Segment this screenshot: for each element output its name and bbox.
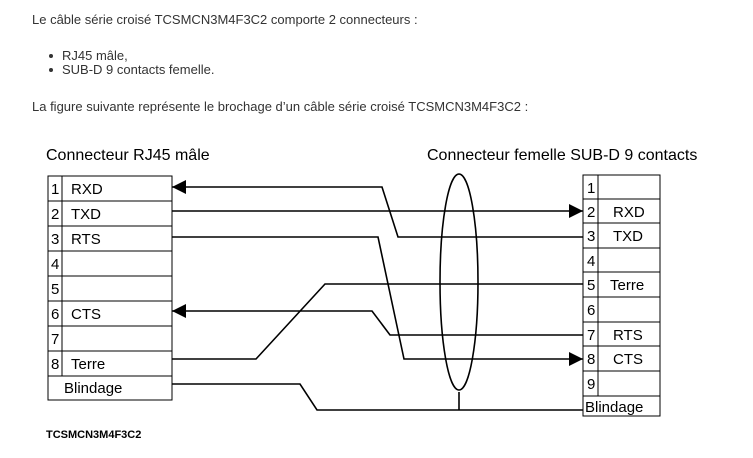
rj45-pin-labels: 1 RXD 2 TXD 3 RTS 4 5 6 CTS 7 8 Terre Bl… [51, 181, 122, 397]
pin-signal: TXD [613, 228, 643, 245]
pin-signal: RTS [71, 231, 101, 248]
connector-list: RJ45 mâle, SUB-D 9 contacts femelle. [48, 49, 215, 77]
intro-text: Le câble série croisé TCSMCN3M4F3C2 comp… [32, 12, 418, 27]
wire-rts-cts [172, 236, 583, 366]
pin-number: 1 [587, 180, 595, 197]
pin-number: 6 [51, 306, 59, 323]
list-item: RJ45 mâle, [48, 49, 214, 63]
list-item: SUB-D 9 contacts femelle. [48, 62, 215, 77]
shield-label: Blindage [585, 399, 643, 416]
wire-terre [172, 283, 583, 360]
pin-signal: Terre [71, 356, 105, 373]
pin-number: 5 [51, 281, 59, 298]
pin-number: 8 [587, 351, 595, 368]
pin-number: 8 [51, 356, 59, 373]
shield-label: Blindage [64, 380, 122, 397]
pin-signal: Terre [610, 277, 644, 294]
figure-intro-text: La figure suivante représente le brochag… [32, 99, 529, 114]
subd-pin-labels: 1 2 RXD 3 TXD 4 5 Terre 6 7 RTS 8 CTS 9 … [585, 180, 645, 416]
pin-number: 7 [51, 331, 59, 348]
pin-signal: RXD [71, 181, 103, 198]
pin-signal: TXD [71, 206, 101, 223]
rj45-pin-table [47, 175, 173, 401]
figure-caption: TCSMCN3M4F3C2 [46, 429, 141, 441]
pin-number: 2 [51, 206, 59, 223]
cable-sheath-ellipse [439, 173, 479, 391]
wire-rxd-txd [172, 180, 583, 238]
cable-wires [172, 180, 583, 411]
pin-signal: RTS [613, 327, 643, 344]
right-connector-title: Connecteur femelle SUB-D 9 contacts [427, 147, 697, 164]
left-connector-title: Connecteur RJ45 mâle [46, 147, 210, 164]
pin-number: 3 [587, 228, 595, 245]
pin-number: 4 [51, 256, 59, 273]
wire-shield [172, 383, 583, 411]
pin-number: 4 [587, 253, 595, 270]
pin-number: 3 [51, 231, 59, 248]
pin-number: 6 [587, 302, 595, 319]
pin-number: 1 [51, 181, 59, 198]
pin-number: 7 [587, 327, 595, 344]
pin-signal: RXD [613, 204, 645, 221]
pin-number: 5 [587, 277, 595, 294]
subd-pin-table [582, 174, 661, 417]
pin-number: 9 [587, 376, 595, 393]
pin-signal: CTS [71, 306, 101, 323]
wire-cts-rts [172, 304, 583, 336]
pin-number: 2 [587, 204, 595, 221]
pin-signal: CTS [613, 351, 643, 368]
